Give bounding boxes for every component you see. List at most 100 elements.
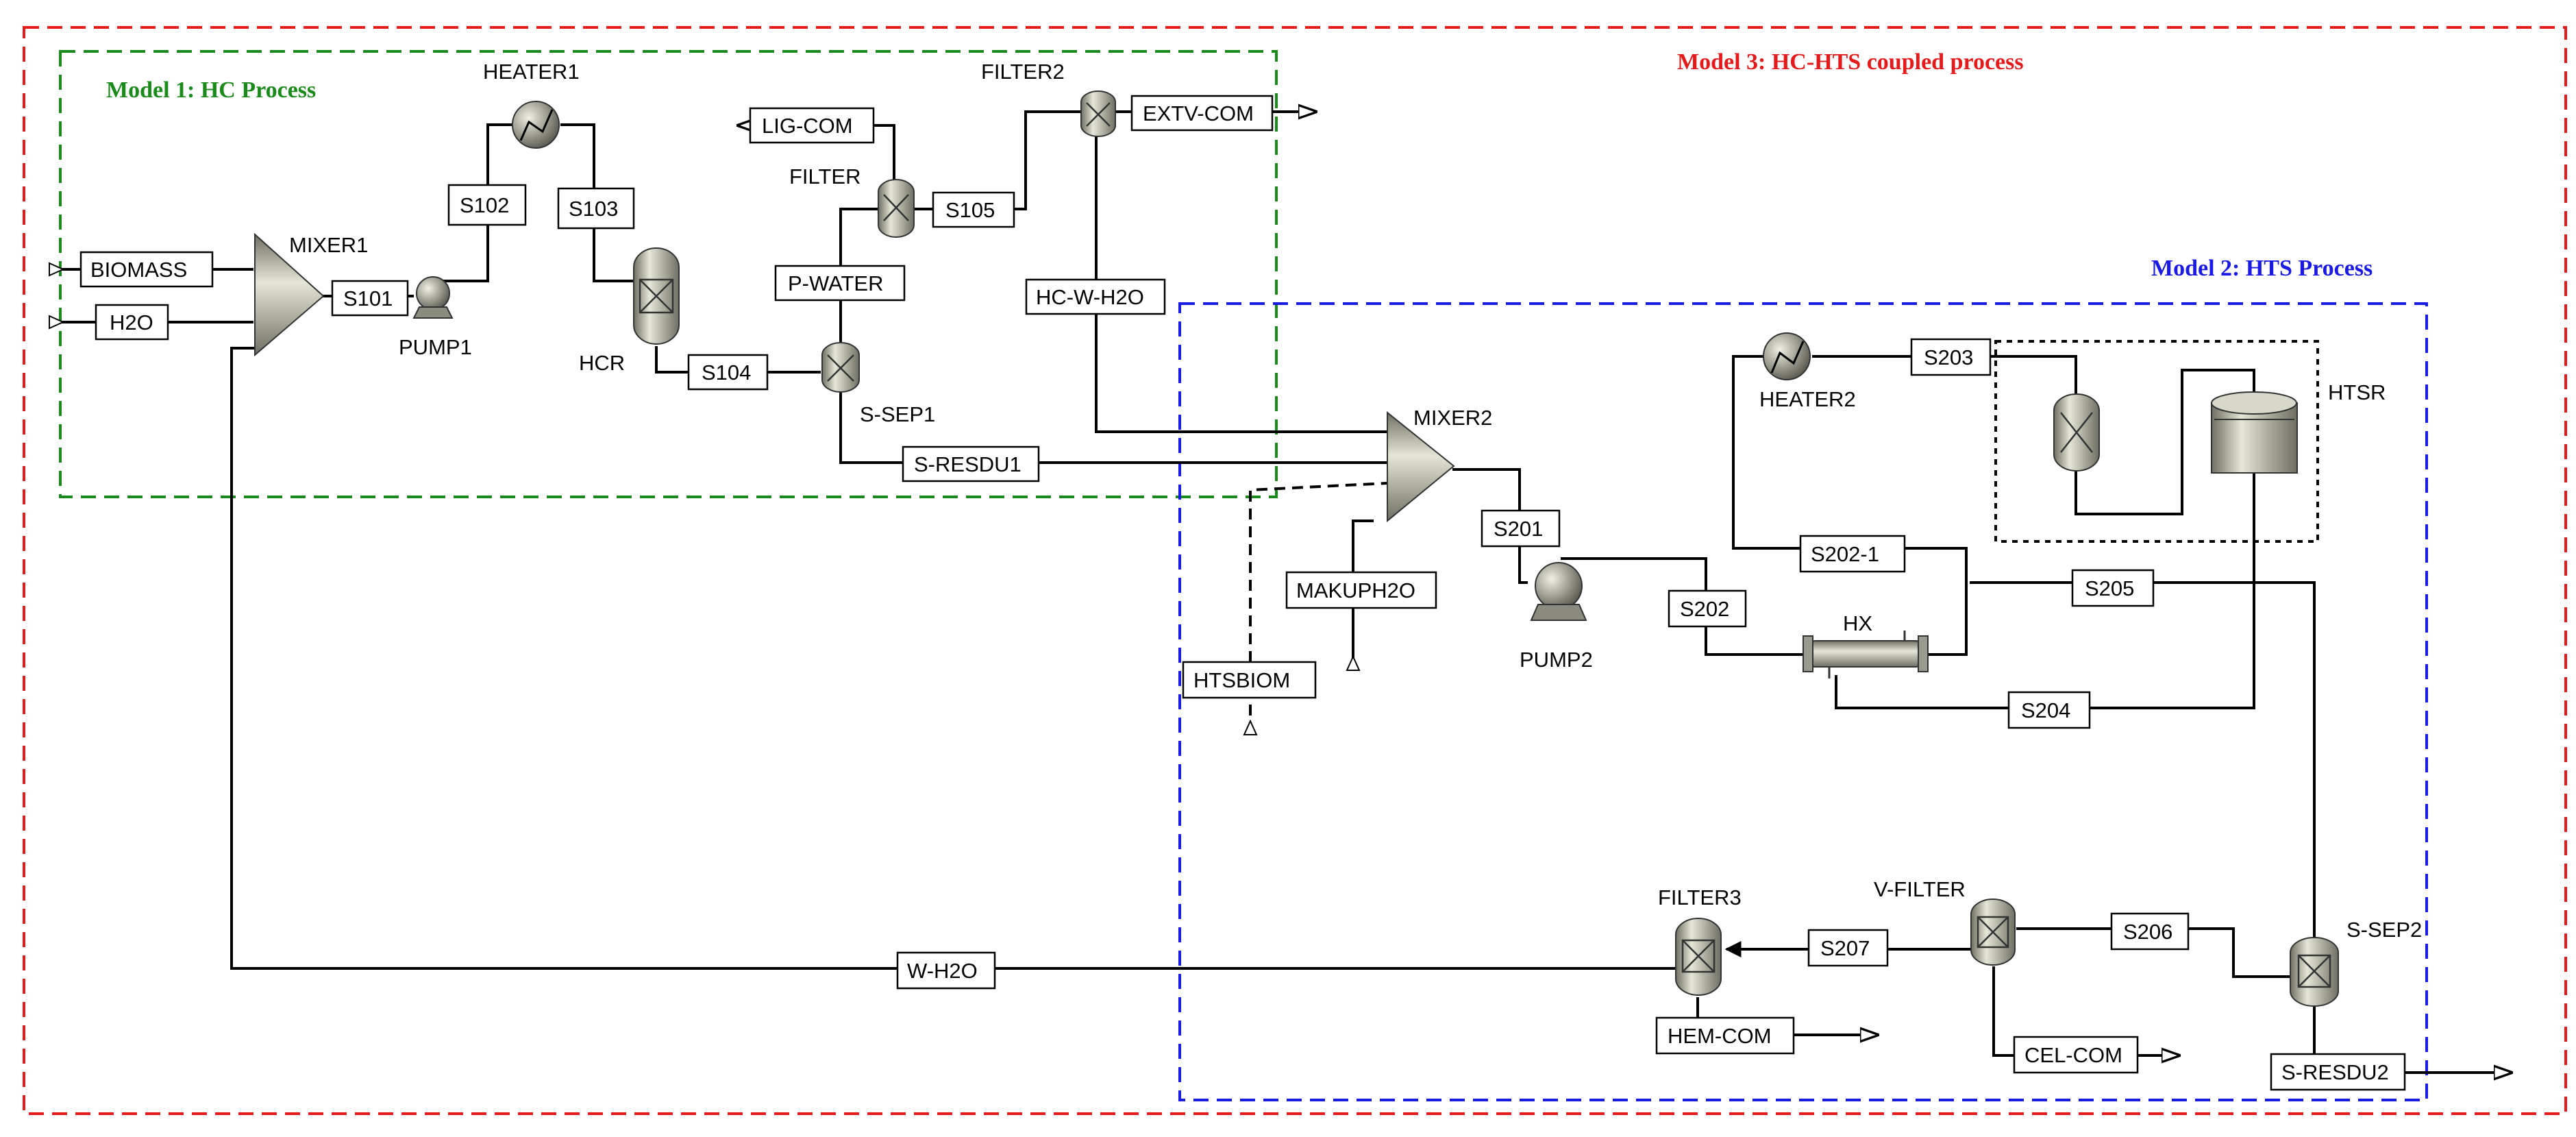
stream-label-s103[interactable]: S103	[557, 187, 635, 230]
stream-label-s104[interactable]: S104	[687, 354, 769, 391]
filter3-unit[interactable]	[1675, 918, 1722, 996]
s203-line	[1812, 355, 2077, 394]
filter-label: FILTER	[789, 164, 861, 188]
hx-unit[interactable]	[1803, 631, 1929, 678]
stream-label-biomass[interactable]: BIOMASS	[79, 251, 214, 288]
reactor-to-htsr-line	[2075, 369, 2255, 515]
stream-label-hc-w-h2o[interactable]: HC-W-H2O	[1025, 278, 1166, 315]
stream-label-s204[interactable]: S204	[2007, 691, 2091, 729]
svg-text:LIG-COM: LIG-COM	[762, 114, 853, 138]
mixer2-label: MIXER2	[1413, 406, 1492, 430]
stream-label-extv-com[interactable]: EXTV-COM	[1130, 95, 1274, 132]
heater1-label: HEATER1	[483, 60, 580, 84]
stream-label-cel-com[interactable]: CEL-COM	[2013, 1036, 2139, 1074]
filter2-label: FILTER2	[981, 60, 1065, 84]
svg-text:W-H2O: W-H2O	[907, 959, 978, 983]
svg-text:CEL-COM: CEL-COM	[2024, 1043, 2122, 1067]
stream-label-s105[interactable]: S105	[932, 191, 1015, 228]
v-filter-label: V-FILTER	[1874, 877, 1966, 901]
pump2-unit[interactable]	[1530, 562, 1587, 621]
s204-line	[1835, 473, 2255, 709]
stream-label-hem-com[interactable]: HEM-COM	[1655, 1016, 1795, 1055]
stream-label-s-resdu2[interactable]: S-RESDU2	[2270, 1053, 2406, 1091]
htsr-reactor[interactable]	[2211, 391, 2298, 474]
stream-label-s202-1[interactable]: S202-1	[1799, 535, 1906, 573]
svg-text:S204: S204	[2021, 698, 2070, 722]
svg-text:EXTV-COM: EXTV-COM	[1143, 101, 1254, 125]
svg-text:MAKUPH2O: MAKUPH2O	[1296, 578, 1415, 602]
filter-unit[interactable]	[878, 179, 915, 238]
heater2-unit[interactable]	[1763, 332, 1811, 380]
stream-label-p-water[interactable]: P-WATER	[774, 265, 906, 302]
svg-text:S103: S103	[569, 197, 618, 221]
svg-text:S202-1: S202-1	[1811, 542, 1879, 566]
pump1-label: PUMP1	[399, 335, 472, 359]
svg-text:S104: S104	[702, 360, 751, 384]
svg-text:S-RESDU1: S-RESDU1	[914, 452, 1021, 476]
hc-w-h2o-line	[1095, 130, 1387, 433]
stream-label-htsbiom[interactable]: HTSBIOM	[1182, 661, 1317, 699]
stream-label-s203[interactable]: S203	[1910, 338, 1992, 376]
svg-text:S203: S203	[1924, 345, 1973, 369]
hx-label: HX	[1843, 611, 1872, 635]
model1-title: Model 1: HC Process	[106, 77, 316, 103]
stream-label-lig-com[interactable]: LIG-COM	[749, 107, 875, 144]
p-water-line	[839, 208, 879, 355]
hcr-reactor[interactable]	[633, 247, 680, 345]
svg-text:S202: S202	[1680, 597, 1729, 621]
htsr-label: HTSR	[2328, 380, 2386, 404]
stream-label-h2o[interactable]: H2O	[95, 304, 169, 341]
svg-text:HTSBIOM: HTSBIOM	[1193, 668, 1290, 692]
hts-pre-reactor[interactable]	[2053, 393, 2100, 472]
model3-boundary	[23, 26, 2567, 1115]
h2o-feed-arrow	[49, 315, 65, 330]
pump1-unit[interactable]	[412, 276, 454, 319]
mixer2-unit[interactable]	[1387, 411, 1455, 523]
filter3-label: FILTER3	[1658, 885, 1742, 909]
stream-label-s202[interactable]: S202	[1668, 589, 1747, 628]
s-sep2-unit[interactable]	[2290, 937, 2339, 1007]
svg-text:S201: S201	[1494, 517, 1543, 541]
stream-label-s-resdu1[interactable]: S-RESDU1	[902, 445, 1040, 482]
s-sep1-label: S-SEP1	[860, 402, 935, 426]
stream-label-s201[interactable]: S201	[1481, 509, 1561, 548]
svg-text:S206: S206	[2123, 920, 2172, 944]
model3-title: Model 3: HC-HTS coupled process	[1677, 49, 2024, 75]
biomass-feed-arrow	[49, 262, 65, 277]
heater1-unit[interactable]	[512, 101, 560, 149]
stream-label-s102[interactable]: S102	[447, 184, 527, 226]
mixer1-label: MIXER1	[289, 233, 368, 257]
filter2-unit[interactable]	[1080, 90, 1116, 137]
s-resdu1-line	[839, 389, 1387, 464]
stream-label-w-h2o[interactable]: W-H2O	[896, 951, 996, 990]
model1-boundary	[59, 50, 1278, 498]
v-filter-unit[interactable]	[1970, 898, 2016, 966]
w-h2o-line	[230, 347, 1675, 970]
svg-text:P-WATER: P-WATER	[788, 271, 884, 295]
svg-text:S205: S205	[2085, 576, 2134, 600]
stream-label-makuph2o[interactable]: MAKUPH2O	[1285, 571, 1437, 609]
htsr-subsystem-boundary	[1994, 340, 2319, 543]
svg-text:S207: S207	[1820, 936, 1870, 960]
svg-text:BIOMASS: BIOMASS	[90, 258, 187, 282]
svg-text:S-RESDU2: S-RESDU2	[2281, 1060, 2389, 1084]
model2-title: Model 2: HTS Process	[2151, 256, 2373, 281]
svg-text:S101: S101	[343, 286, 393, 310]
stream-label-s205[interactable]: S205	[2071, 569, 2155, 607]
mixer1-unit[interactable]	[254, 232, 325, 357]
svg-text:H2O: H2O	[110, 310, 153, 334]
makuph2o-line	[1352, 519, 1374, 670]
heater2-label: HEATER2	[1759, 387, 1856, 411]
s-sep1-unit[interactable]	[821, 342, 860, 393]
pump2-label: PUMP2	[1520, 648, 1593, 672]
svg-text:HC-W-H2O: HC-W-H2O	[1036, 285, 1144, 309]
svg-text:HEM-COM: HEM-COM	[1668, 1024, 1772, 1048]
stream-label-s101[interactable]: S101	[331, 280, 409, 317]
makuph2o-feed-arrow	[1346, 655, 1361, 671]
svg-text:S105: S105	[945, 198, 995, 222]
htsbiom-line	[1249, 482, 1388, 733]
s-sep2-label: S-SEP2	[2346, 918, 2422, 942]
stream-label-s206[interactable]: S206	[2110, 912, 2190, 951]
stream-label-s207[interactable]: S207	[1807, 929, 1889, 967]
htsbiom-feed-arrow	[1243, 719, 1258, 735]
